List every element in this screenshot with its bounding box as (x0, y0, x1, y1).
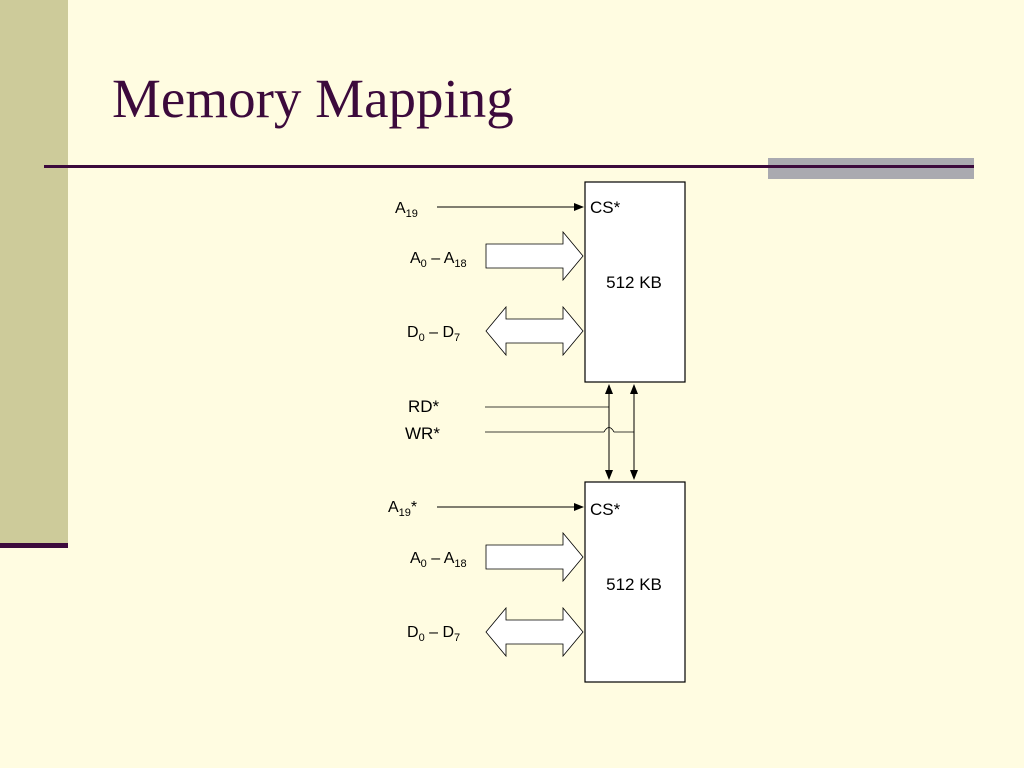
select-signal-label: A19* (388, 499, 417, 519)
control-lines: RD* WR* (405, 384, 638, 480)
data-bus-arrow (485, 606, 584, 658)
write-label: WR* (405, 424, 440, 443)
select-input-top: A19 (395, 200, 584, 220)
slide-side-bar (0, 0, 68, 545)
address-bus-label: A0 – A18 (410, 250, 467, 270)
address-bus-top: A0 – A18 (410, 230, 584, 282)
select-input-bottom: A19* (388, 499, 584, 519)
read-label: RD* (408, 397, 440, 416)
title-underline-bar (768, 158, 974, 179)
data-bus-bottom: D0 – D7 (407, 606, 584, 658)
write-bus-arrow-up (630, 384, 638, 394)
memory-chip-top: CS* 512 KB (584, 181, 686, 383)
slide-title: Memory Mapping (112, 68, 514, 129)
chip-box (584, 481, 686, 683)
read-bus-arrow-up (605, 384, 613, 394)
select-signal-label: A19 (395, 200, 418, 220)
title-underline (44, 165, 974, 168)
data-bus-arrow (485, 305, 584, 357)
data-bus-label: D0 – D7 (407, 324, 460, 344)
address-bus-arrow (485, 531, 584, 583)
address-bus-arrow (485, 230, 584, 282)
chip-select-label: CS* (590, 198, 621, 217)
side-bar-accent (0, 543, 68, 548)
chip-box (584, 181, 686, 383)
address-bus-bottom: A0 – A18 (410, 531, 584, 583)
chip-select-label: CS* (590, 500, 621, 519)
memory-chip-bottom: CS* 512 KB (584, 481, 686, 683)
chip-size-label: 512 KB (606, 575, 662, 594)
data-bus-top: D0 – D7 (407, 305, 584, 357)
read-bus-arrow-down (605, 470, 613, 480)
address-bus-label: A0 – A18 (410, 550, 467, 570)
data-bus-label: D0 – D7 (407, 624, 460, 644)
write-bus-arrow-down (630, 470, 638, 480)
chip-size-label: 512 KB (606, 273, 662, 292)
